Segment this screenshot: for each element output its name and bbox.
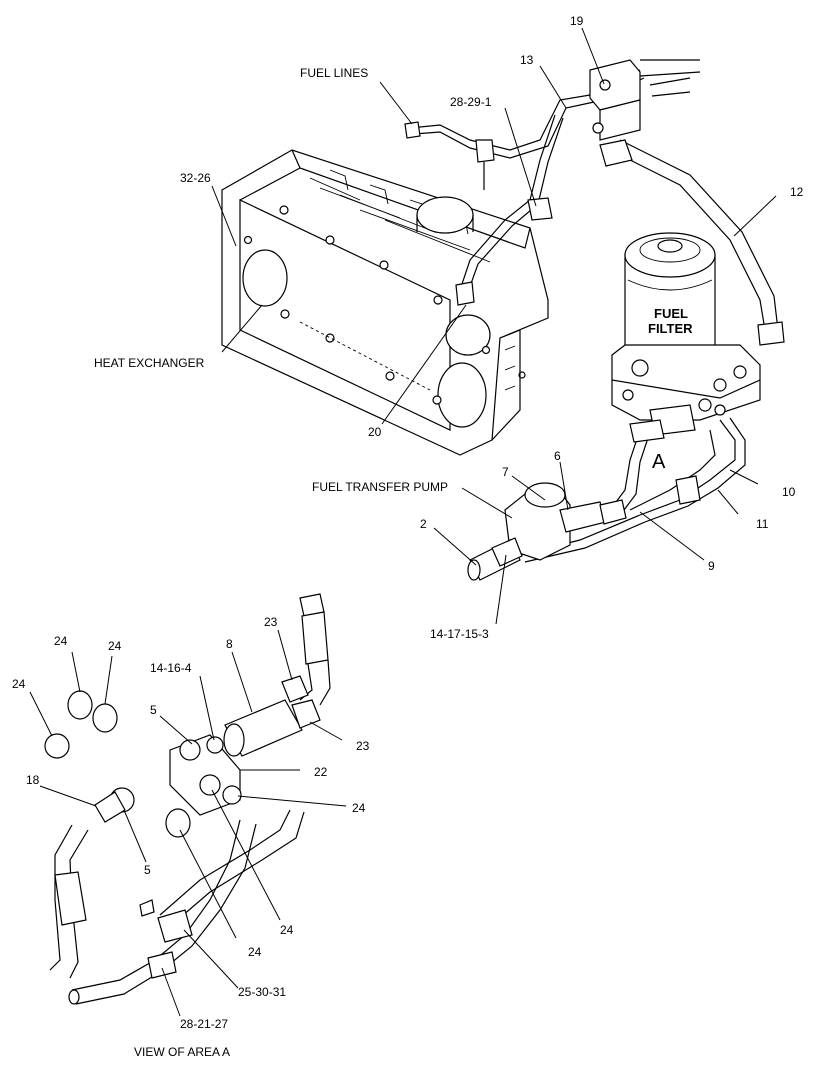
label-area-a: A	[652, 451, 666, 473]
callout-12: 12	[790, 185, 804, 199]
label-view-of-area-a: VIEW OF AREA A	[134, 1045, 230, 1059]
callout-19: 19	[570, 14, 584, 28]
callout-24-d: 24	[352, 801, 366, 815]
callout-22: 22	[314, 765, 328, 779]
callout-8: 8	[226, 637, 233, 651]
fuel-lines-drawing	[404, 59, 785, 346]
callout-11: 11	[756, 517, 769, 531]
callout-25-30-31: 25-30-31	[238, 985, 286, 999]
callout-28-21-27: 28-21-27	[180, 1017, 228, 1031]
label-fuel-filter-1: FUEL	[654, 306, 688, 321]
callout-2: 2	[420, 517, 427, 531]
callout-32-26: 32-26	[180, 171, 211, 185]
callout-10: 10	[782, 485, 796, 499]
callout-23-b: 23	[356, 739, 370, 753]
callout-18: 18	[26, 773, 40, 787]
callout-7: 7	[502, 465, 509, 479]
label-heat-exchanger: HEAT EXCHANGER	[94, 356, 205, 370]
callout-24-e: 24	[280, 923, 294, 937]
callout-5-a: 5	[150, 703, 157, 717]
label-fuel-transfer-pump: FUEL TRANSFER PUMP	[312, 480, 448, 494]
fuel-transfer-pump-drawing	[467, 417, 746, 581]
view-of-area-a-drawing	[44, 593, 331, 1005]
callout-14-16-4: 14-16-4	[150, 661, 192, 675]
label-fuel-lines: FUEL LINES	[300, 66, 368, 80]
callout-5-b: 5	[144, 863, 151, 877]
callout-24-b: 24	[108, 639, 122, 653]
leader-lines	[29, 27, 777, 1017]
callout-13: 13	[520, 53, 534, 67]
label-fuel-filter-2: FILTER	[648, 321, 693, 336]
callout-24-c: 24	[12, 677, 26, 691]
callout-6: 6	[554, 449, 561, 463]
callout-24-a: 24	[54, 634, 68, 648]
callout-24-f: 24	[248, 945, 262, 959]
callout-23-a: 23	[264, 615, 278, 629]
callout-9: 9	[708, 559, 715, 573]
callout-14-17-15-3: 14-17-15-3	[430, 627, 489, 641]
callout-20: 20	[368, 425, 382, 439]
callout-28-29-1: 28-29-1	[450, 95, 492, 109]
heat-exchanger-drawing	[221, 149, 549, 456]
fuel-filter-drawing	[611, 232, 761, 436]
